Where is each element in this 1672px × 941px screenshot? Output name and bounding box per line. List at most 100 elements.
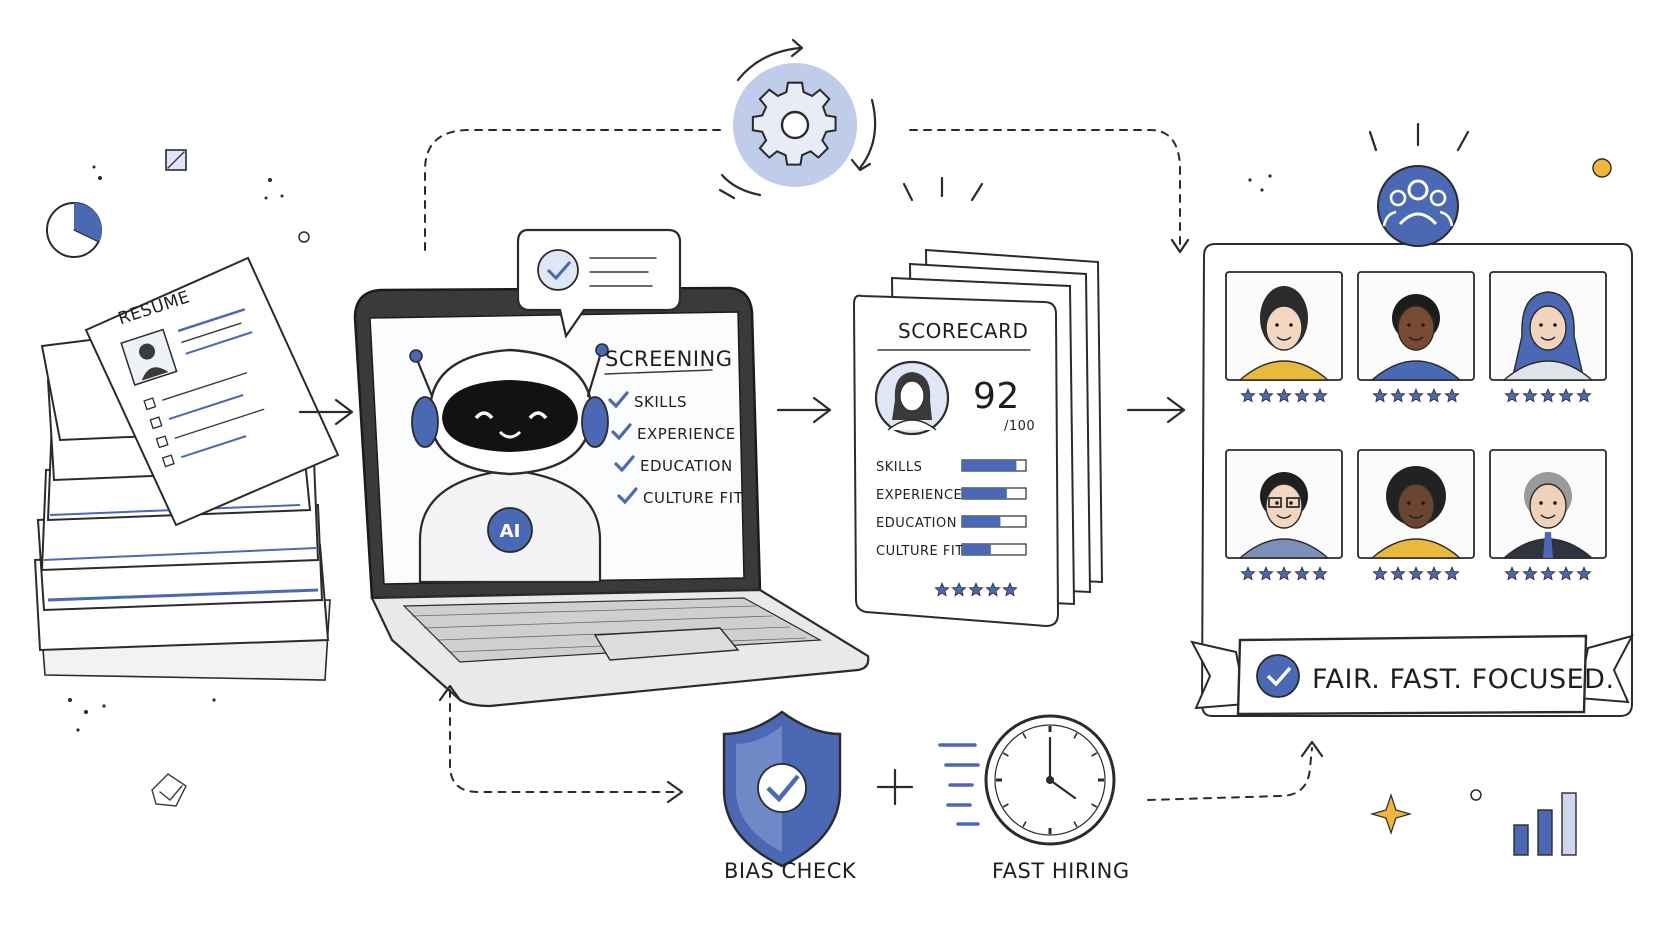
screening-title: SCREENING [605,347,733,371]
shield-check-icon [722,710,842,868]
star-icon [1426,565,1442,581]
shirt [1238,538,1330,559]
star-icon [1558,387,1574,403]
dots-decoration [68,165,1272,732]
star-icon [1504,565,1520,581]
star-icon [1258,387,1274,403]
circle-doodle [1470,789,1482,801]
highlight-marks [902,176,984,202]
candidate-card [1225,449,1343,581]
bar-chart-icon [1513,792,1577,856]
flow-arrow [1126,396,1186,424]
star-icon [934,581,950,597]
face [1397,305,1435,351]
metric-label: CULTURE FIT [876,544,964,559]
shirt [1370,360,1462,381]
star-icon [1276,565,1292,581]
robot-avatar: AI [409,343,609,584]
check-bubble-icon [516,228,682,339]
check-icon [611,423,632,441]
flow-arrow [776,396,832,424]
scorecard-score-max: /100 [1004,419,1035,434]
glasses [1268,497,1282,508]
metric-label: EXPERIENCE [876,488,962,503]
gear-icon [718,38,877,200]
clock-tick [1002,803,1009,808]
scorecard-rating [934,581,1018,597]
check-icon [614,455,635,473]
star-icon [1426,387,1442,403]
checkbox-doodle-icon [165,149,187,171]
arrowhead [438,684,462,702]
team-icon [1368,122,1470,247]
scorecard-score: 92 [973,376,1020,417]
screening-item: SKILLS [634,393,687,411]
star-icon [1444,387,1460,403]
candidate-card [1225,271,1343,403]
face [1529,483,1567,529]
star-icon [1504,387,1520,403]
loop-dashed-line [909,129,1181,251]
shirt [1502,360,1594,381]
check-mark [1266,666,1292,687]
cube-doodle-icon [151,773,187,807]
star-icon [1444,565,1460,581]
metric-fill [962,516,1001,527]
screening-item: EXPERIENCE [637,425,736,443]
flow-arrow [298,398,354,426]
clock-tick [1091,803,1098,808]
metric-fill [962,488,1007,499]
candidate-card [1357,449,1475,581]
star-icon [1240,387,1256,403]
clock-tick [1022,821,1027,828]
bias-check-label: BIAS CHECK [724,859,857,883]
clock-tick [1073,732,1078,739]
star-icon [1390,565,1406,581]
banner-text: FAIR. FAST. FOCUSED. [1312,664,1615,695]
candidate-card [1489,271,1607,403]
tie [1543,532,1553,558]
arrowhead [666,780,684,804]
star-icon [1390,387,1406,403]
arrowhead [1300,740,1324,758]
metric-label: SKILLS [876,460,922,475]
sun-dot-icon [1592,158,1612,178]
arrowhead [1170,238,1190,254]
star-icon [1372,387,1388,403]
star-icon [1408,565,1424,581]
scorecard-metrics: SKILLS EXPERIENCE EDUCATION CULTURE FIT [876,459,1027,559]
circle-doodle [298,231,310,243]
screening-item: CULTURE FIT [643,489,744,507]
dashed-flow-line [1147,747,1313,801]
clock-tick [1091,752,1098,757]
star-icon [1312,565,1328,581]
resume-stack: RESUME [33,256,340,681]
clock-tick [1022,732,1027,739]
screening-underline [604,369,713,375]
clock-tick [1073,821,1078,828]
robot-ai-badge: AI [500,521,521,542]
star-icon [1312,387,1328,403]
sparkle-icon [1369,793,1413,835]
clock-tick [1002,752,1009,757]
loop-dashed-line [424,129,721,251]
star-icon [1294,387,1310,403]
screening-item: EDUCATION [640,457,733,475]
check-icon [608,391,629,409]
screening-checklist: SKILLS EXPERIENCE EDUCATION CULTURE FIT [608,391,744,507]
banner: FAIR. FAST. FOCUSED. [1190,634,1634,716]
metric-fill [962,460,1017,471]
star-icon [1002,581,1018,597]
pie-chart-icon [46,202,102,258]
shirt [1238,360,1330,381]
metric-label: EDUCATION [876,516,957,531]
clock-icon [938,714,1116,846]
candidate-card [1357,271,1475,403]
star-icon [1540,565,1556,581]
face [1397,483,1435,529]
star-icon [1522,387,1538,403]
face [1265,305,1303,351]
star-icon [968,581,984,597]
